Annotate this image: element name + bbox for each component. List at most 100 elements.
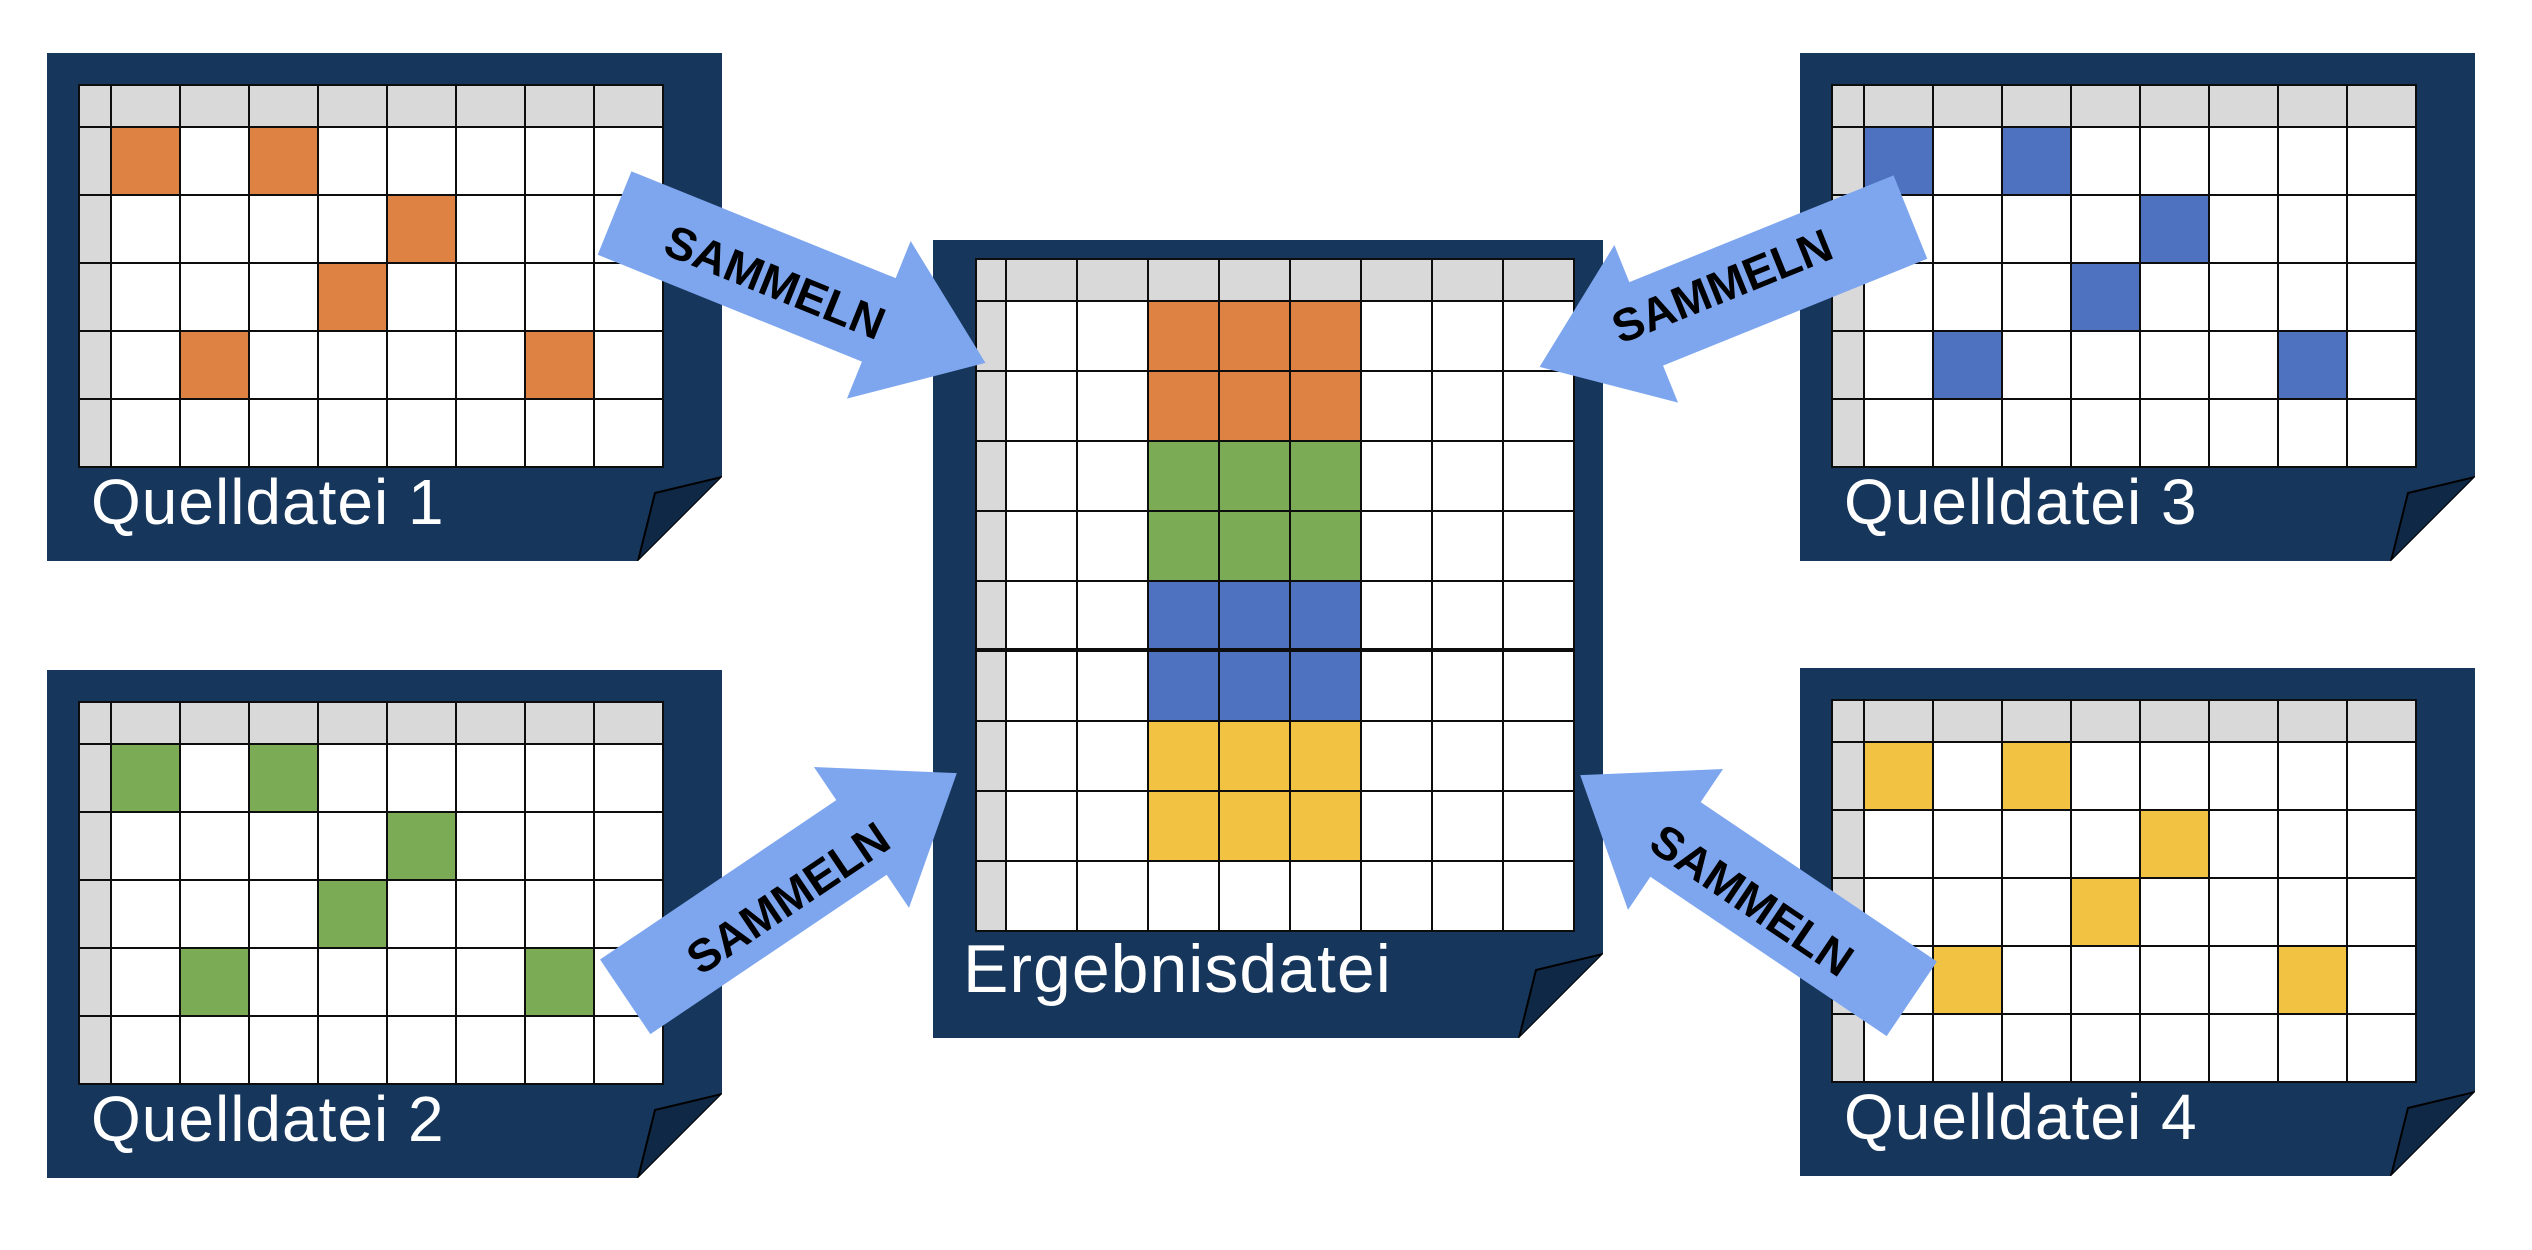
grid-header-cell: [80, 332, 110, 398]
grid-cell: [2348, 196, 2415, 262]
grid-cell: [1007, 442, 1076, 510]
grid-cell: [2141, 879, 2208, 945]
page-fold-icon: [2383, 1084, 2475, 1176]
grid-header-cell: [1833, 196, 1863, 262]
grid-header-cell: [319, 86, 386, 126]
grid-cell: [2141, 332, 2208, 398]
grid-header-cell: [1833, 86, 1863, 126]
grid-cell: [526, 1017, 593, 1083]
grid-cell: [1149, 792, 1218, 860]
grid-header-cell: [1833, 264, 1863, 330]
grid-header-cell: [2348, 86, 2415, 126]
grid-cell: [2003, 743, 2070, 809]
grid-cell: [1078, 512, 1147, 580]
grid-cell: [1433, 652, 1502, 720]
grid-cell: [250, 400, 317, 466]
grid-cell: [1433, 372, 1502, 440]
grid-cell: [1149, 372, 1218, 440]
grid-cell: [595, 400, 662, 466]
grid-header-cell: [2141, 86, 2208, 126]
grid-cell: [2279, 879, 2346, 945]
grid-cell: [1504, 652, 1573, 720]
grid-header-cell: [80, 196, 110, 262]
grid-cell: [2210, 1015, 2277, 1081]
grid-cell: [1362, 792, 1431, 860]
grid-cell: [1865, 196, 1932, 262]
grid-cell: [1362, 722, 1431, 790]
grid-cell: [1504, 582, 1573, 650]
grid-cell: [250, 813, 317, 879]
grid-cell: [1291, 372, 1360, 440]
grid-cell: [2348, 128, 2415, 194]
grid-cell: [595, 813, 662, 879]
page-fold-icon: [1511, 946, 1603, 1038]
grid-cell: [2141, 743, 2208, 809]
grid-header-cell: [80, 264, 110, 330]
card-quelldatei-3: Quelldatei 3: [1800, 53, 2475, 561]
grid-header-cell: [977, 652, 1005, 720]
grid-cell: [1504, 792, 1573, 860]
grid-cell: [2348, 400, 2415, 466]
grid-header-cell: [977, 722, 1005, 790]
grid-header-cell: [250, 703, 317, 743]
grid-cell: [457, 128, 524, 194]
grid-cell: [112, 128, 179, 194]
grid-cell: [2210, 332, 2277, 398]
grid-cell: [457, 1017, 524, 1083]
grid-cell: [1007, 302, 1076, 370]
grid-cell: [2141, 264, 2208, 330]
grid-cell: [1078, 792, 1147, 860]
grid-cell: [1007, 722, 1076, 790]
grid-cell: [1220, 512, 1289, 580]
grid-cell: [595, 1017, 662, 1083]
grid-header-cell: [457, 703, 524, 743]
grid-cell: [1934, 947, 2001, 1013]
grid-cell: [1865, 332, 1932, 398]
grid-cell: [250, 949, 317, 1015]
grid-cell: [250, 745, 317, 811]
grid-cell: [181, 264, 248, 330]
grid-cell: [112, 881, 179, 947]
grid-cell: [2210, 264, 2277, 330]
grid-header-cell: [2003, 86, 2070, 126]
grid-cell: [2003, 879, 2070, 945]
grid-cell: [2141, 947, 2208, 1013]
grid-cell: [2003, 332, 2070, 398]
grid-cell: [457, 332, 524, 398]
grid-cell: [181, 400, 248, 466]
grid-header-cell: [388, 703, 455, 743]
grid-cell: [2003, 811, 2070, 877]
grid-cell: [112, 1017, 179, 1083]
grid-header-cell: [1007, 260, 1076, 300]
grid-cell: [1934, 196, 2001, 262]
grid-cell: [1220, 442, 1289, 510]
grid-cell: [1934, 128, 2001, 194]
grid-cell: [457, 881, 524, 947]
grid-cell: [2348, 879, 2415, 945]
grid-cell: [2279, 743, 2346, 809]
grid-header-cell: [80, 949, 110, 1015]
grid-cell: [388, 881, 455, 947]
grid-cell: [1149, 862, 1218, 930]
grid-header-cell: [977, 862, 1005, 930]
grid-cell: [1078, 862, 1147, 930]
grid-cell: [319, 881, 386, 947]
grid-cell: [181, 128, 248, 194]
grid-header-cell: [1833, 128, 1863, 194]
grid-cell: [2003, 947, 2070, 1013]
grid-cell: [2348, 264, 2415, 330]
grid-cell: [1078, 302, 1147, 370]
grid-cell: [2072, 128, 2139, 194]
grid-cell: [1504, 722, 1573, 790]
grid-cell: [2072, 332, 2139, 398]
grid-cell: [457, 400, 524, 466]
grid-cell: [388, 745, 455, 811]
grid-cell: [2279, 264, 2346, 330]
grid-header-cell: [977, 792, 1005, 860]
grid-cell: [1934, 1015, 2001, 1081]
grid-header-cell: [2072, 86, 2139, 126]
grid-cell: [2003, 264, 2070, 330]
card-title: Quelldatei 3: [1844, 466, 2198, 538]
grid-cell: [2279, 400, 2346, 466]
grid-cell: [457, 949, 524, 1015]
